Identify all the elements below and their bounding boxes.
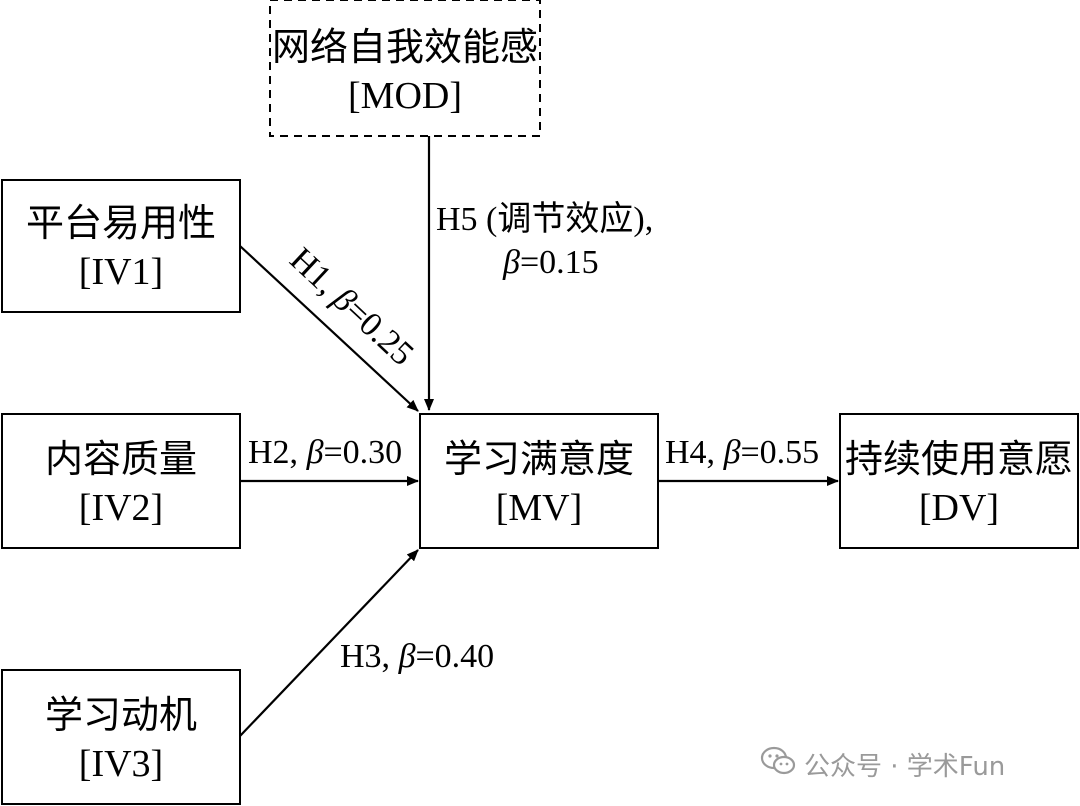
node-dv-tag: [DV] [919, 487, 999, 529]
wechat-icon [760, 745, 796, 784]
node-mod-title: 网络自我效能感 [272, 27, 538, 69]
node-mv-title: 学习满意度 [444, 439, 634, 481]
edge-label-h4: H4, β=0.55 [665, 434, 819, 471]
node-dv-title: 持续使用意愿 [845, 439, 1073, 481]
edge-h3-iv3-to-mv [239, 549, 419, 737]
node-iv3-title: 学习动机 [45, 695, 197, 737]
node-iv1-title: 平台易用性 [26, 203, 216, 245]
node-mv-box [419, 413, 659, 549]
node-iv1-tag: [IV1] [79, 251, 163, 293]
node-iv3-tag: [IV3] [79, 743, 163, 785]
node-iv2-tag: [IV2] [79, 487, 163, 529]
node-mod: 网络自我效能感 [MOD] [269, 0, 541, 137]
node-dv: 持续使用意愿 [DV] [839, 413, 1079, 549]
watermark-text: 公众号 · 学术Fun [804, 751, 1006, 782]
edge-h1-iv1-to-mv [239, 245, 419, 412]
watermark: 公众号 · 学术Fun [760, 746, 1005, 782]
node-iv3: 学习动机 [IV3] [1, 669, 241, 805]
node-iv1: 平台易用性 [IV1] [1, 179, 241, 313]
node-iv1-box [1, 179, 241, 313]
node-iv3-box [1, 669, 241, 805]
edge-label-h1: H1, β=0.25 [283, 241, 421, 373]
edge-label-h2: H2, β=0.30 [248, 434, 402, 471]
node-dv-box [839, 413, 1079, 549]
node-iv2-box [1, 413, 241, 549]
edge-label-h3: H3, β=0.40 [340, 638, 494, 675]
node-iv2-title: 内容质量 [45, 439, 197, 481]
edge-label-h5-line1: H5 (调节效应), [436, 200, 653, 238]
node-mv-tag: [MV] [496, 487, 583, 529]
node-iv2: 内容质量 [IV2] [1, 413, 241, 549]
node-mv: 学习满意度 [MV] [419, 413, 659, 549]
node-mod-tag: [MOD] [348, 75, 462, 117]
edge-label-h5-line2: β=0.15 [502, 244, 599, 281]
node-mod-box [269, 0, 541, 137]
edges [239, 136, 839, 737]
